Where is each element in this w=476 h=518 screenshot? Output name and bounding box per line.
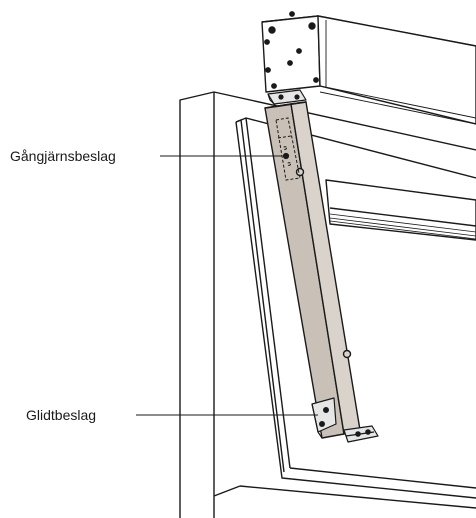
slide-fitting-label: Glidtbeslag	[26, 407, 97, 423]
outer-window-frame	[179, 91, 476, 518]
head-box	[261, 11, 476, 125]
hinge-fitting-label: Gångjärnsbeslag	[10, 148, 116, 164]
hinge-fitting	[275, 117, 301, 181]
hinge-bracket-top	[267, 89, 307, 107]
opening-sash	[235, 117, 476, 499]
middle-rail	[325, 179, 476, 241]
arm-end-cap	[343, 425, 379, 443]
slide-fitting	[311, 397, 337, 439]
